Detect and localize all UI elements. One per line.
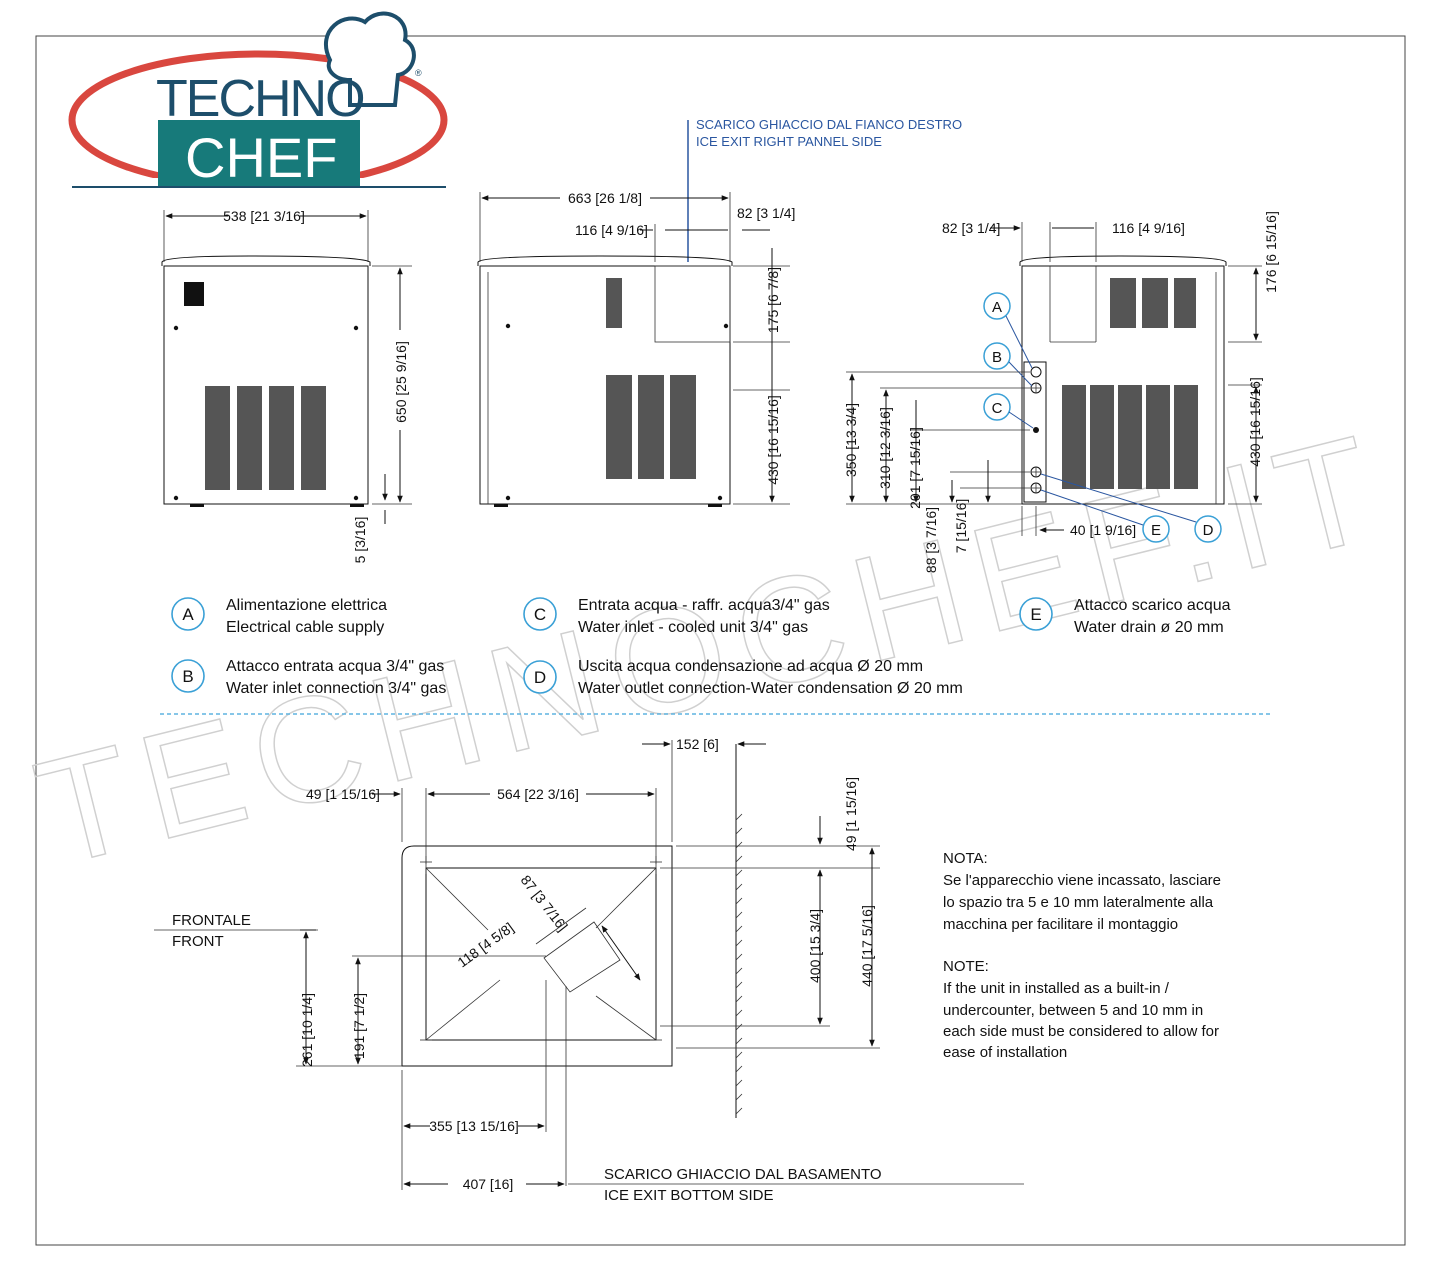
legend-item-D: D Uscita acqua condensazione ad acqua Ø … [523, 658, 963, 697]
rear-vent-height-dim: 430 [16 15/16] [1247, 377, 1263, 467]
installation-notes: NOTA: Se l'apparecchio viene incassato, … [943, 850, 1221, 1061]
rear-hsmall-dim: 7 [15/16] [953, 499, 969, 554]
side-exit-height-dim: 175 [6 7/8] [765, 267, 781, 333]
svg-text:Electrical cable supply: Electrical cable supply [226, 619, 384, 636]
callout-top-it: SCARICO GHIACCIO DAL FIANCO DESTRO [696, 117, 962, 132]
rear-connection-panel [1023, 361, 1047, 503]
side-vent-height-dim: 430 [16 15/16] [765, 395, 781, 485]
svg-text:ease of installation: ease of installation [943, 1044, 1067, 1061]
rear-upper-vent [1110, 278, 1196, 328]
sheet-border [35, 35, 1406, 1246]
svg-text:A: A [992, 299, 1002, 316]
plan-wall-hatch [735, 813, 743, 1115]
front-width-dim: 538 [21 3/16] [223, 208, 305, 224]
svg-text:Entrata acqua - raffr. acqua: Entrata acqua - raffr. acqua3/4" gas [578, 597, 830, 614]
svg-text:Alimentazione elettrica: Alimentazione elettrica [226, 597, 387, 614]
svg-text:E: E [1030, 605, 1041, 624]
plan-d355-dim: 355 [13 15/16] [429, 1118, 519, 1134]
side-offset-dim: 82 [3 1/4] [737, 205, 795, 221]
logo-line1: TECHNO [156, 70, 364, 128]
note-en-title: NOTE: [943, 958, 989, 975]
side-upper-vent [606, 278, 622, 328]
rear-callout-D: D [1040, 473, 1222, 543]
svg-text:Water inlet - cooled unit 3/4": Water inlet - cooled unit 3/4" gas [578, 619, 808, 636]
side-vent-grille [606, 375, 696, 479]
plan-d152-dim: 152 [6] [676, 736, 719, 752]
note-it-title: NOTA: [943, 850, 988, 867]
svg-text:C: C [992, 400, 1003, 417]
svg-text:C: C [534, 605, 546, 624]
rear-h201-dim: 201 [7 15/16] [907, 427, 923, 509]
svg-text:E: E [1151, 522, 1161, 539]
svg-text:Se l'apparecchio viene incassa: Se l'apparecchio viene incassato, lascia… [943, 872, 1221, 889]
legend-item-E: E Attacco scarico acqua Water drain ø 20… [1019, 597, 1231, 636]
svg-text:macchina per facilitare il mon: macchina per facilitare il montaggio [943, 916, 1178, 933]
logo-line2: CHEF [185, 126, 337, 189]
plan-d440-dim: 440 [17 5/16] [859, 905, 875, 987]
side-exit-width-dim: 116 [4 9/16] [575, 222, 648, 238]
plan-bottom-it: SCARICO GHIACCIO DAL BASAMENTO [604, 1166, 882, 1183]
rear-offset-dim: 82 [3 1/4] [942, 220, 1000, 236]
rear-exit-width-dim: 116 [4 9/16] [1112, 220, 1185, 236]
svg-text:Uscita acqua condensazione ad: Uscita acqua condensazione ad acqua Ø 20… [578, 658, 923, 675]
rear-h310-dim: 310 [12 3/16] [877, 407, 893, 489]
legend-item-B: B Attacco entrata acqua 3/4" gas Water i… [171, 658, 446, 697]
side-width-dim: 663 [26 1/8] [568, 190, 642, 206]
svg-text:each side must be considered t: each side must be considered to allow fo… [943, 1023, 1219, 1040]
plan-d261-dim: 261 [10 1/4] [299, 993, 315, 1067]
plan-front-it: FRONTALE [172, 912, 251, 929]
callout-top-en: ICE EXIT RIGHT PANNEL SIDE [696, 134, 882, 149]
svg-text:B: B [992, 349, 1002, 366]
svg-text:D: D [534, 668, 546, 687]
plan-d191-dim: 191 [7 1/2] [351, 993, 367, 1059]
front-foot-dim: 5 [3/16] [352, 517, 368, 564]
plan-bottom-en: ICE EXIT BOTTOM SIDE [604, 1187, 773, 1204]
svg-text:undercounter, between 5 and 10: undercounter, between 5 and 10 mm in [943, 1002, 1203, 1019]
rear-callout-C: C [983, 393, 1034, 429]
svg-text:If the unit in installed as a: If the unit in installed as a built-in / [943, 980, 1170, 997]
logo-registered: ® [415, 68, 422, 78]
plan-d400-dim: 400 [15 3/4] [807, 909, 823, 983]
front-height-dim: 650 [25 9/16] [393, 341, 409, 423]
rating-plate [184, 282, 204, 306]
svg-text:A: A [182, 605, 194, 624]
rear-h350-dim: 350 [13 3/4] [843, 403, 859, 477]
plan-d564-dim: 564 [22 3/16] [497, 786, 579, 802]
rear-w40-dim: 40 [1 9/16] [1070, 522, 1136, 538]
svg-text:Water inlet connection 3/4" ga: Water inlet connection 3/4" gas [226, 680, 446, 697]
svg-text:Water outlet connection-Water: Water outlet connection-Water condensati… [578, 680, 963, 697]
rear-callout-B: B [983, 342, 1033, 387]
legend: A Alimentazione elettrica Electrical cab… [171, 597, 1231, 697]
plan-ice-exit [543, 921, 621, 993]
svg-text:Water drain ø 20 mm: Water drain ø 20 mm [1074, 619, 1224, 636]
front-vent-grille [205, 386, 326, 490]
plan-d407-dim: 407 [16] [463, 1176, 514, 1192]
svg-text:B: B [182, 667, 193, 686]
plan-inner-frame [425, 867, 657, 1041]
rear-callout-A: A [983, 292, 1033, 369]
legend-item-A: A Alimentazione elettrica Electrical cab… [171, 597, 387, 636]
svg-text:Attacco entrata acqua 3/4" gas: Attacco entrata acqua 3/4" gas [226, 658, 444, 675]
svg-text:Attacco scarico acqua: Attacco scarico acqua [1074, 597, 1231, 614]
front-view: 538 [21 3/16] 650 [25 9/16] 5 [3/16] [161, 208, 412, 564]
rear-vent-grille [1062, 385, 1198, 489]
side-ice-exit [654, 265, 731, 343]
technochef-logo: TECHNO CHEF ® [68, 11, 448, 190]
plan-d49r-dim: 49 [1 15/16] [843, 777, 859, 851]
side-view: 663 [26 1/8] 82 [3 1/4] 116 [4 9/16] 175… [477, 190, 795, 507]
plan-d49l-dim: 49 [1 15/16] [306, 786, 380, 802]
rear-callout-E: E [1040, 489, 1170, 543]
rear-view: A B C E D 82 [3 1/4] 116 [4 9/ [843, 211, 1279, 573]
svg-text:lo spazio tra 5 e 10 mm latera: lo spazio tra 5 e 10 mm lateralmente all… [943, 894, 1214, 911]
plan-outline [401, 845, 673, 1067]
rear-h88-dim: 88 [3 7/16] [923, 507, 939, 573]
plan-front-en: FRONT [172, 933, 224, 950]
legend-item-C: C Entrata acqua - raffr. acqua3/4" gas W… [523, 597, 830, 636]
svg-text:D: D [1203, 522, 1214, 539]
rear-top-height-dim: 176 [6 15/16] [1263, 211, 1279, 293]
